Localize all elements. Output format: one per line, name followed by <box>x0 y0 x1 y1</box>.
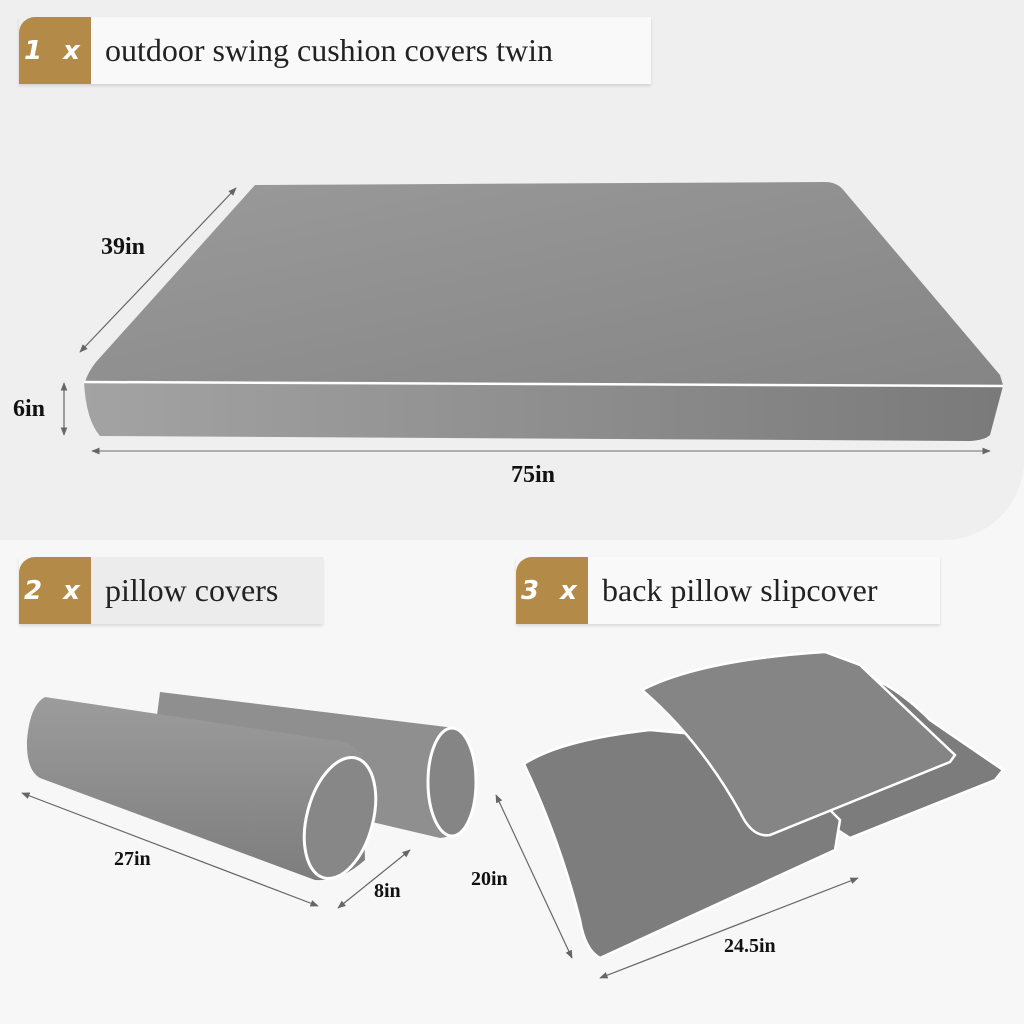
dimension-width-label: 75in <box>511 462 556 488</box>
dimension-height-label: 6in <box>13 396 46 422</box>
dimension-depth-label: 39in <box>101 234 146 260</box>
quantity-badge: 3 x <box>516 557 588 624</box>
section-3-label: 3 x back pillow slipcover <box>516 557 940 624</box>
section-title: pillow covers <box>91 557 323 624</box>
dimension-diameter-label: 8in <box>374 880 401 902</box>
quantity-badge: 1 x <box>19 17 91 84</box>
dimension-length-label: 27in <box>114 848 151 870</box>
section-title: outdoor swing cushion covers twin <box>91 17 651 84</box>
dimension-pillow-width-label: 24.5in <box>724 935 776 957</box>
seat-cushion-image <box>83 182 1004 441</box>
section-title: back pillow slipcover <box>588 557 940 624</box>
quantity-badge: 2 x <box>19 557 91 624</box>
section-1-label: 1 x outdoor swing cushion covers twin <box>19 17 651 84</box>
section-2-label: 2 x pillow covers <box>19 557 323 624</box>
back-pillows-image <box>522 650 1005 960</box>
bolster-pillows-image <box>26 692 478 881</box>
dimension-pillow-height-label: 20in <box>471 868 508 890</box>
